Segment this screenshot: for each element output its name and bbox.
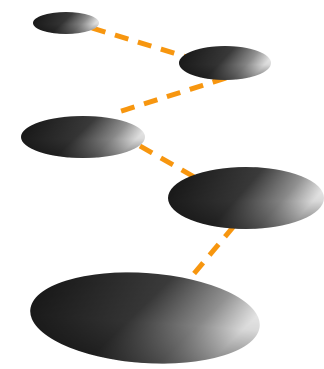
connector-4-5 — [192, 226, 234, 276]
stones — [21, 12, 324, 369]
stone-3 — [21, 116, 145, 158]
stone-1 — [33, 12, 99, 34]
stone-2 — [179, 46, 271, 80]
stone-4 — [168, 167, 324, 229]
connector-1-2 — [92, 28, 190, 58]
stone-5 — [27, 265, 263, 369]
connector-2-3 — [112, 78, 226, 114]
connector-3-4 — [140, 146, 196, 178]
